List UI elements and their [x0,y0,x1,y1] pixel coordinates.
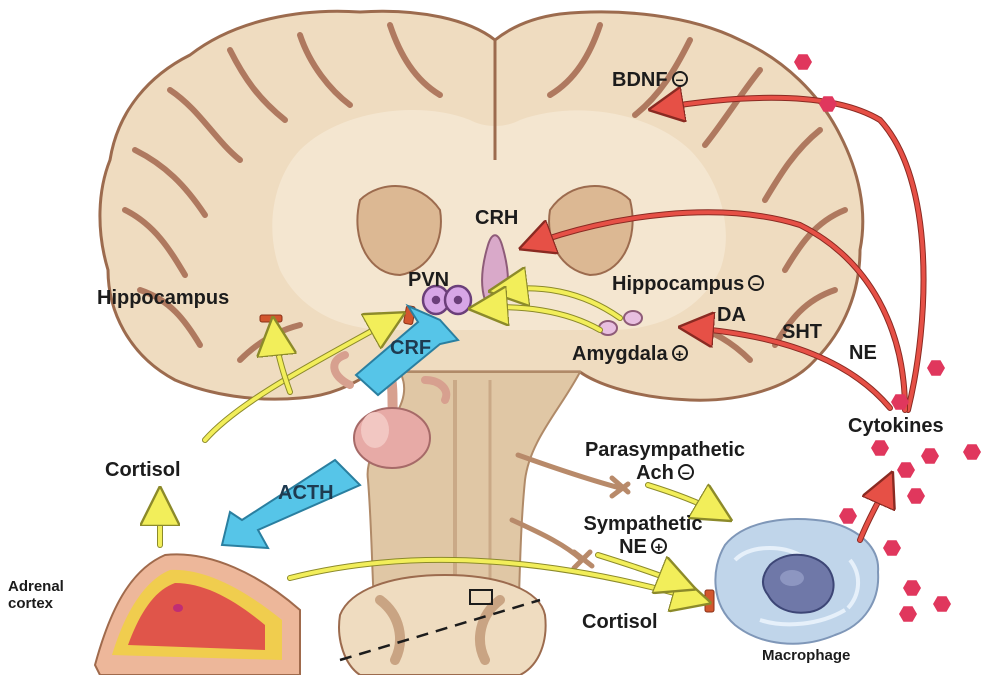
cortisol-bottom-label: Cortisol [582,612,658,632]
amygdala-text: Amygdala [572,343,668,365]
da-label: DA [717,305,746,325]
adrenal-cortex-label: Adrenal cortex [8,578,64,613]
adrenal-gland [95,554,300,675]
hippocampus-right-text: Hippocampus [612,273,744,295]
cortisol-left-label: Cortisol [105,460,181,480]
cytokine-dot [897,462,915,478]
cytokine-dot [883,540,901,556]
cytokine-dot [933,596,951,612]
cytokines-label: Cytokines [848,416,944,436]
adrenal-line1: Adrenal [8,578,64,595]
bdnf-text: BDNF [612,69,668,91]
cytokine-dot [963,444,981,460]
hippocampus-right-sign: − [748,275,764,291]
spinal-cord-section [339,575,546,675]
cytokine-dot [903,580,921,596]
hippocampus-left-label: Hippocampus [97,288,229,308]
sht-label: SHT [782,322,822,342]
parasympathetic-label: Parasympathetic Ach− [575,440,755,483]
sympathetic-line2: NE [619,536,647,558]
cytokine-dot [907,488,925,504]
parasympathetic-line1: Parasympathetic [575,440,755,460]
macrophage-cell [715,519,878,644]
cytokine-dot [899,606,917,622]
bdnf-sign: − [672,71,688,87]
sympathetic-line1: Sympathetic [563,514,723,534]
cytokine-dot [871,440,889,456]
cytokine-dot [921,448,939,464]
hippocampus-right-structure [624,311,642,325]
macrophage-label: Macrophage [762,648,850,663]
cytokine-dot [794,54,812,70]
cytokine-dot [927,360,945,376]
acth-label: ACTH [278,483,334,503]
pvn-label: PVN [408,270,449,290]
acth-arrow [222,460,360,548]
crh-label: CRH [475,208,518,228]
parasympathetic-sign: − [678,464,694,480]
hippocampus-right-label: Hippocampus− [612,274,764,294]
amygdala-label: Amygdala+ [572,344,688,364]
bdnf-label: BDNF− [612,70,688,90]
parasympathetic-line2: Ach [636,462,674,484]
adrenal-line2: cortex [8,595,64,612]
ne-top-label: NE [849,343,877,363]
sympathetic-sign: + [651,538,667,554]
brain [100,11,863,400]
amygdala-sign: + [672,345,688,361]
crf-label: CRF [390,338,431,358]
cytokine-dot [839,508,857,524]
sympathetic-label: Sympathetic NE+ [563,514,723,557]
